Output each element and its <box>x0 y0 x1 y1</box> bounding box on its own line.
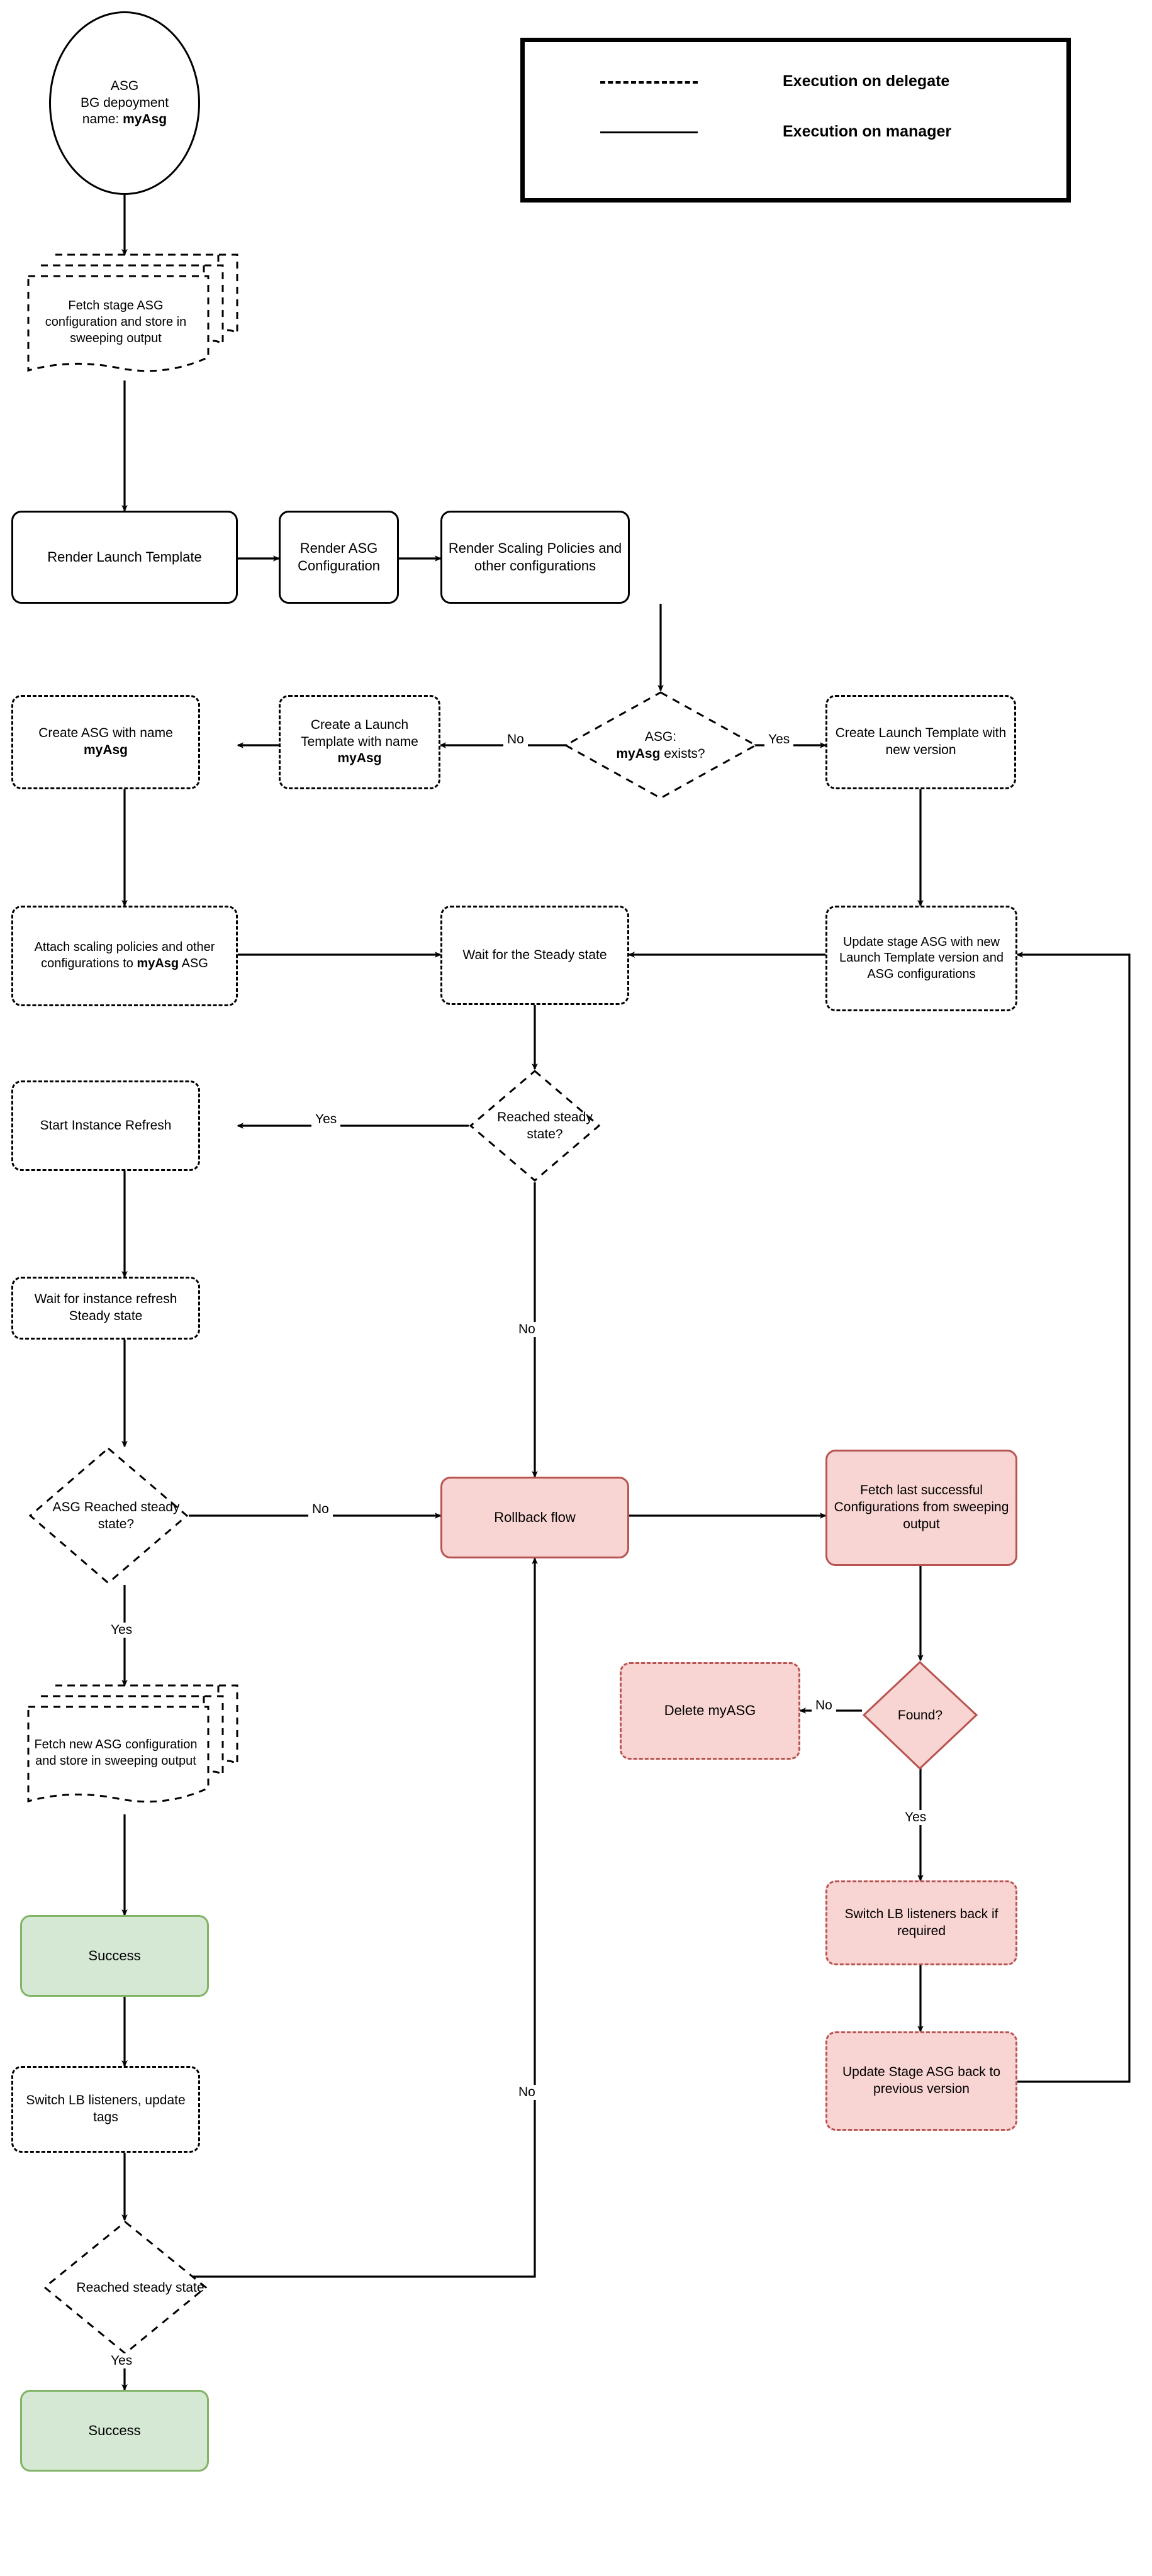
create-asg-named-label: Create ASG with name myAsg <box>13 724 198 760</box>
asg-reached-steady-state-decision[interactable]: ASG Reached steady state? <box>28 1446 189 1585</box>
legend-row-manager <box>600 131 698 133</box>
fetch-last-successful-config-label: Fetch last successful Configurations fro… <box>834 1483 1009 1531</box>
start-name-prefix: name: <box>82 112 123 127</box>
reached-steady-state-label: Reached steady state? <box>497 1109 593 1141</box>
start-name-value: myAsg <box>123 112 167 127</box>
update-stage-asg-back-label: Update Stage ASG back to previous versio… <box>842 2065 1000 2096</box>
delete-myasg-label: Delete myASG <box>664 1702 756 1719</box>
render-asg-configuration-label: Render ASG Configuration <box>298 540 380 574</box>
solid-line-sample <box>600 131 698 133</box>
update-stage-asg-back-node[interactable]: Update Stage ASG back to previous versio… <box>825 2031 1017 2131</box>
render-launch-template-node[interactable]: Render Launch Template <box>11 511 238 604</box>
asg-exists-rest: exists? <box>660 747 705 761</box>
rollback-flow-label: Rollback flow <box>494 1509 576 1525</box>
attach-scaling-policies-node[interactable]: Attach scaling policies and other config… <box>11 906 238 1006</box>
update-stage-asg-node[interactable]: Update stage ASG with new Launch Templat… <box>825 906 1017 1011</box>
render-scaling-policies-label: Render Scaling Policies and other config… <box>448 540 622 574</box>
edge-label-no-reached-steady: No <box>515 1322 539 1337</box>
wait-instance-refresh-label: Wait for instance refresh Steady state <box>34 1292 177 1323</box>
start-line-2: BG depoyment <box>80 95 169 110</box>
rollback-flow-node[interactable]: Rollback flow <box>440 1477 629 1558</box>
start-line-3: name: myAsg <box>55 111 194 128</box>
asg-exists-label: ASG: myAsg exists? <box>564 691 758 800</box>
edge-label-yes-asg-exists: Yes <box>764 732 794 747</box>
start-instance-refresh-node[interactable]: Start Instance Refresh <box>11 1080 200 1171</box>
fetch-new-asg-config-node[interactable]: Fetch new ASG configuration and store in… <box>26 1682 240 1818</box>
attach-pre: Attach scaling policies and other config… <box>34 940 215 970</box>
asg-exists-line2: myAsg exists? <box>616 745 705 762</box>
switch-lb-update-tags-node[interactable]: Switch LB listeners, update tags <box>11 2066 200 2153</box>
start-node-asg-bg-deployment[interactable]: ASG BG depoyment name: myAsg <box>49 11 200 195</box>
fetch-stage-asg-node[interactable]: Fetch stage ASG configuration and store … <box>26 252 240 387</box>
fetch-new-asg-config-label: Fetch new ASG configuration and store in… <box>34 1738 198 1768</box>
legend-label-delegate: Execution on delegate <box>783 72 950 90</box>
edge-label-no-asg-exists: No <box>503 732 528 747</box>
update-stage-asg-label: Update stage ASG with new Launch Templat… <box>839 935 1004 981</box>
render-scaling-policies-node[interactable]: Render Scaling Policies and other config… <box>440 511 630 604</box>
fetch-last-successful-config-node[interactable]: Fetch last successful Configurations fro… <box>825 1450 1017 1566</box>
attach-bold: myAsg <box>137 957 179 970</box>
asg-exists-decision[interactable]: ASG: myAsg exists? <box>564 691 758 800</box>
attach-scaling-policies-label: Attach scaling policies and other config… <box>13 938 236 973</box>
create-launch-template-named-label: Create a Launch Template with name myAsg <box>281 716 439 769</box>
create-launch-template-named-node[interactable]: Create a Launch Template with name myAsg <box>279 695 440 789</box>
edge-label-no-found: No <box>812 1698 836 1713</box>
edge-label-yes-asg-reached: Yes <box>107 1623 137 1638</box>
edge-label-no-asg-reached: No <box>308 1502 333 1517</box>
render-launch-template-label: Render Launch Template <box>47 548 202 565</box>
fetch-stage-asg-label: Fetch stage ASG configuration and store … <box>45 299 187 345</box>
switch-lb-update-tags-label: Switch LB listeners, update tags <box>26 2093 186 2124</box>
found-decision[interactable]: Found? <box>862 1660 978 1770</box>
wait-for-steady-state-node[interactable]: Wait for the Steady state <box>440 906 629 1005</box>
asg-exists-name: myAsg <box>616 747 661 761</box>
success-label-1: Success <box>88 1947 141 1963</box>
create-asg-named-node[interactable]: Create ASG with name myAsg <box>11 695 200 789</box>
edge-label-yes-final: Yes <box>107 2353 137 2368</box>
reached-steady-state-final-decision[interactable]: Reached steady state <box>43 2220 208 2355</box>
edge-label-yes-reached-steady: Yes <box>311 1112 341 1127</box>
asg-reached-steady-state-label: ASG Reached steady state? <box>52 1499 180 1531</box>
create-lt-bold: myAsg <box>337 751 382 766</box>
success-node-1[interactable]: Success <box>20 1915 209 1997</box>
edge-label-no-final: No <box>515 2085 539 2100</box>
start-line-1: ASG <box>110 78 139 93</box>
create-launch-template-new-version-node[interactable]: Create Launch Template with new version <box>825 695 1016 789</box>
edge-label-yes-found: Yes <box>901 1810 931 1825</box>
reached-steady-state-decision[interactable]: Reached steady state? <box>469 1069 601 1182</box>
attach-post: ASG <box>179 957 208 970</box>
switch-lb-back-label: Switch LB listeners back if required <box>844 1906 998 1938</box>
legend-box: Execution on delegate Execution on manag… <box>520 38 1071 203</box>
success-node-2[interactable]: Success <box>20 2390 209 2472</box>
start-instance-refresh-label: Start Instance Refresh <box>40 1118 172 1133</box>
dashed-line-sample <box>600 81 698 84</box>
found-label: Found? <box>897 1707 943 1723</box>
wait-instance-refresh-node[interactable]: Wait for instance refresh Steady state <box>11 1277 200 1340</box>
create-lt-pre: Create a Launch Template with name <box>301 717 418 749</box>
create-launch-template-new-version-label: Create Launch Template with new version <box>835 726 1007 757</box>
create-asg-bold: myAsg <box>83 743 128 757</box>
wait-for-steady-state-label: Wait for the Steady state <box>462 947 607 962</box>
reached-steady-state-final-label: Reached steady state <box>76 2280 204 2295</box>
delete-myasg-node[interactable]: Delete myASG <box>620 1662 800 1760</box>
asg-exists-line1: ASG: <box>644 729 677 744</box>
success-label-2: Success <box>88 2422 141 2438</box>
legend-row-delegate <box>600 81 698 84</box>
switch-lb-back-node[interactable]: Switch LB listeners back if required <box>825 1880 1017 1965</box>
render-asg-configuration-node[interactable]: Render ASG Configuration <box>279 511 399 604</box>
create-asg-pre: Create ASG with name <box>38 726 173 741</box>
legend-label-manager: Execution on manager <box>783 123 952 140</box>
